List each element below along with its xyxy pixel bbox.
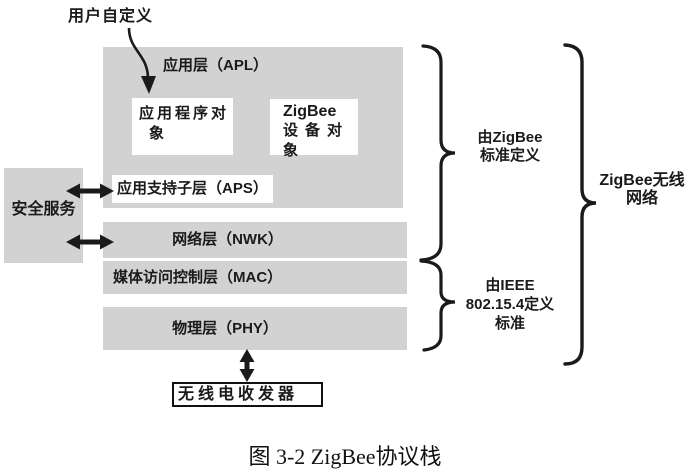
zigbee-network-label-line2: 网络 bbox=[625, 190, 658, 207]
zdo-label-line2: 设备对 bbox=[283, 122, 350, 139]
zigbee-standard-label-line2: 标准定义 bbox=[479, 147, 540, 164]
security-service-box: 安全服务 bbox=[4, 168, 83, 263]
phy-layer-band: 物理层（PHY） bbox=[103, 307, 407, 350]
aps-sublayer-strip: 应用支持子层（APS） bbox=[112, 175, 273, 203]
phy-transceiver-double-arrow-icon bbox=[239, 349, 255, 382]
aps-sublayer-label: 应用支持子层（APS） bbox=[117, 180, 268, 197]
application-object-label-line2: 象 bbox=[149, 125, 165, 142]
zigbee-standard-label-line1: 由ZigBee bbox=[477, 129, 543, 146]
zdo-label-line1: ZigBee bbox=[283, 103, 337, 120]
user-defined-label: 用户自定义 bbox=[68, 8, 154, 25]
ieee-standard-label-line2: 802.15.4定义 bbox=[465, 296, 555, 313]
radio-transceiver-label: 无线电收发器 bbox=[178, 385, 299, 403]
apl-layer-label: 应用层（APL） bbox=[163, 57, 269, 74]
figure-caption: 图 3-2 ZigBee协议栈 bbox=[248, 444, 442, 469]
security-service-label: 安全服务 bbox=[11, 200, 76, 218]
ieee-standard-brace bbox=[419, 259, 456, 352]
zigbee-network-label-line1: ZigBee无线 bbox=[599, 172, 685, 189]
phy-layer-label: 物理层（PHY） bbox=[172, 319, 278, 337]
ieee-standard-label-line1: 由IEEE bbox=[485, 277, 535, 294]
mac-layer-label: 媒体访问控制层（MAC） bbox=[113, 268, 283, 286]
zigbee-network-brace bbox=[563, 43, 597, 366]
zigbee-standard-brace bbox=[419, 44, 456, 262]
zigbee-standard-label: 由ZigBee 标准定义 bbox=[460, 129, 560, 165]
zdo-label-line3: 象 bbox=[283, 142, 299, 159]
application-object-box: 应用程序对 象 bbox=[132, 98, 233, 155]
ieee-standard-label-line3: 标准 bbox=[494, 315, 525, 332]
radio-transceiver-box: 无线电收发器 bbox=[172, 382, 323, 407]
nwk-layer-label: 网络层（NWK） bbox=[172, 231, 283, 248]
nwk-layer-band: 网络层（NWK） bbox=[103, 222, 407, 258]
ieee-standard-label: 由IEEE 802.15.4定义 标准 bbox=[458, 276, 562, 333]
zigbee-device-object-box: ZigBee 设备对 象 bbox=[270, 99, 358, 159]
mac-layer-band: 媒体访问控制层（MAC） bbox=[103, 261, 407, 294]
zigbee-network-label: ZigBee无线 网络 bbox=[594, 172, 690, 208]
application-object-label-line1: 应用程序对 bbox=[139, 105, 230, 122]
